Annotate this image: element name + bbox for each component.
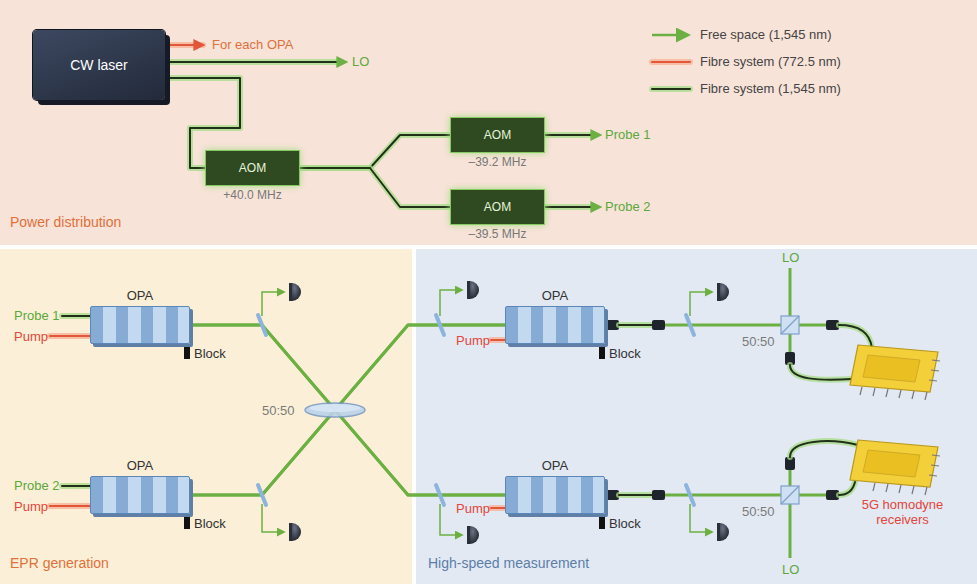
opa-crystal: OPA: [90, 476, 190, 514]
opa-crystal: OPA: [505, 476, 605, 514]
frequency-label: –39.2 MHz: [451, 155, 544, 169]
annotation-label: Block: [609, 516, 641, 531]
annotation-label: Block: [194, 516, 226, 531]
aom-box: AOM–39.5 MHz: [450, 189, 545, 225]
fibre-connector: [300, 168, 450, 207]
aom-box: AOM–39.2 MHz: [450, 117, 545, 153]
panel-ground: [0, 0, 977, 245]
annotation-label: 50:50: [742, 334, 775, 349]
free-space-beam: [190, 325, 505, 495]
free-space-beam: [190, 325, 505, 495]
annotation-label: LO: [782, 562, 799, 577]
annotation-label: 50:50: [742, 504, 775, 519]
legend-text: Free space (1,545 nm): [700, 27, 832, 42]
panel-band: High-speed measurement OPA OPA: [416, 249, 977, 584]
annotation-label: LO: [782, 250, 799, 265]
annotation-label: 50:50: [262, 403, 295, 418]
annotation-label: Block: [609, 346, 641, 361]
node-label: AOM: [239, 161, 266, 175]
opa-crystal: OPA: [505, 306, 605, 344]
frequency-label: +40.0 MHz: [206, 188, 299, 202]
panel-ground: [0, 249, 412, 584]
node-label: OPA: [506, 458, 604, 473]
annotation-label: Probe 2: [605, 199, 651, 214]
frequency-label: –39.5 MHz: [451, 227, 544, 241]
free-space-beam: [190, 410, 505, 495]
annotation-label: Pump: [14, 499, 48, 514]
annotation-label: Pump: [456, 501, 490, 516]
annotation-label: Probe 1: [14, 308, 60, 323]
panel-title: Power distribution: [10, 214, 121, 230]
annotation-label: Probe 1: [605, 127, 651, 142]
legend-text: Fibre system (772.5 nm): [700, 54, 841, 69]
panel-band: EPR generation OPA OPA: [0, 249, 412, 584]
node-label: OPA: [91, 458, 189, 473]
opa-crystal: OPA: [90, 306, 190, 344]
laser-box: CW laser: [33, 30, 165, 100]
annotation-label: 5G homodyne receivers: [840, 497, 965, 527]
annotation-label: Probe 2: [14, 478, 60, 493]
node-label: CW laser: [70, 57, 128, 73]
annotation-label: Block: [194, 346, 226, 361]
fibre-connector: [300, 135, 450, 168]
annotation-label: For each OPA: [212, 37, 293, 52]
node-label: OPA: [91, 288, 189, 303]
node-label: AOM: [484, 200, 511, 214]
annotation-label: LO: [352, 54, 369, 69]
node-label: AOM: [484, 128, 511, 142]
aom-box: AOM+40.0 MHz: [205, 150, 300, 186]
legend-text: Fibre system (1,545 nm): [700, 81, 841, 96]
node-label: OPA: [506, 288, 604, 303]
panel-title: EPR generation: [10, 555, 109, 571]
annotation-label: Pump: [456, 333, 490, 348]
panel-ground: [416, 249, 977, 584]
annotation-label: Pump: [14, 329, 48, 344]
panel-title: High-speed measurement: [428, 555, 589, 571]
